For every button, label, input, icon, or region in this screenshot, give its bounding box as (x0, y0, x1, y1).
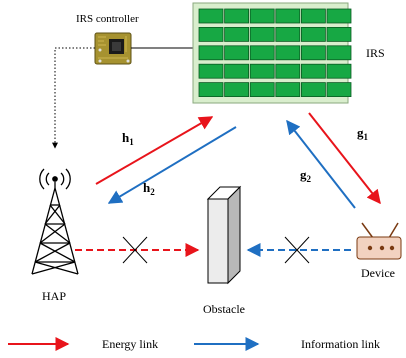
blocked-energy-cross-icon (122, 236, 148, 264)
irs-element (275, 26, 301, 42)
irs-controller-board-icon (94, 32, 132, 65)
irs-element (275, 45, 301, 61)
irs-element (326, 26, 352, 42)
irs-element (198, 8, 224, 24)
irs-element (198, 26, 224, 42)
irs-element (224, 26, 250, 42)
irs-element (300, 8, 326, 24)
g2-information-link-arrow (286, 119, 356, 209)
legend: Energy link Information link (8, 337, 380, 351)
irs-element (300, 45, 326, 61)
irs-element (224, 8, 250, 24)
h2-label: h2 (143, 180, 155, 197)
irs-element (224, 63, 250, 79)
g1-label: g1 (357, 125, 369, 142)
legend-energy-label: Energy link (102, 337, 158, 351)
irs-element (249, 8, 275, 24)
h1-label: h1 (122, 130, 134, 147)
irs-element (249, 26, 275, 42)
irs-element (326, 45, 352, 61)
controller-to-hap-dotted-link (52, 47, 95, 149)
irs-element (249, 63, 275, 79)
device-label: Device (361, 266, 395, 280)
legend-information-label: Information link (301, 337, 380, 351)
hap-label: HAP (42, 289, 66, 303)
h2-information-link-arrow (107, 126, 237, 204)
irs-element (198, 63, 224, 79)
g2-label: g2 (300, 167, 312, 184)
irs-element (300, 63, 326, 79)
irs-element (275, 63, 301, 79)
obstacle-block (206, 185, 242, 285)
irs-element (249, 82, 275, 97)
irs-element (300, 82, 326, 97)
irs-element (326, 8, 352, 24)
h1-energy-link-arrow (95, 116, 214, 185)
irs-panel (192, 2, 352, 104)
g1-energy-link-arrow (308, 112, 381, 205)
device-icon (356, 222, 402, 260)
irs-label: IRS (366, 46, 385, 60)
irs-controller-label: IRS controller (76, 13, 139, 25)
obstacle-label: Obstacle (203, 302, 245, 316)
irs-element (224, 82, 250, 97)
irs-element (249, 45, 275, 61)
hap-tower-icon (31, 168, 79, 275)
irs-element (275, 8, 301, 24)
irs-element-grid (198, 8, 352, 97)
irs-element (275, 82, 301, 97)
irs-element (300, 26, 326, 42)
irs-element (326, 82, 352, 97)
blocked-information-cross-icon (284, 236, 310, 264)
irs-element (198, 82, 224, 97)
irs-element (326, 63, 352, 79)
irs-element (198, 45, 224, 61)
irs-element (224, 45, 250, 61)
